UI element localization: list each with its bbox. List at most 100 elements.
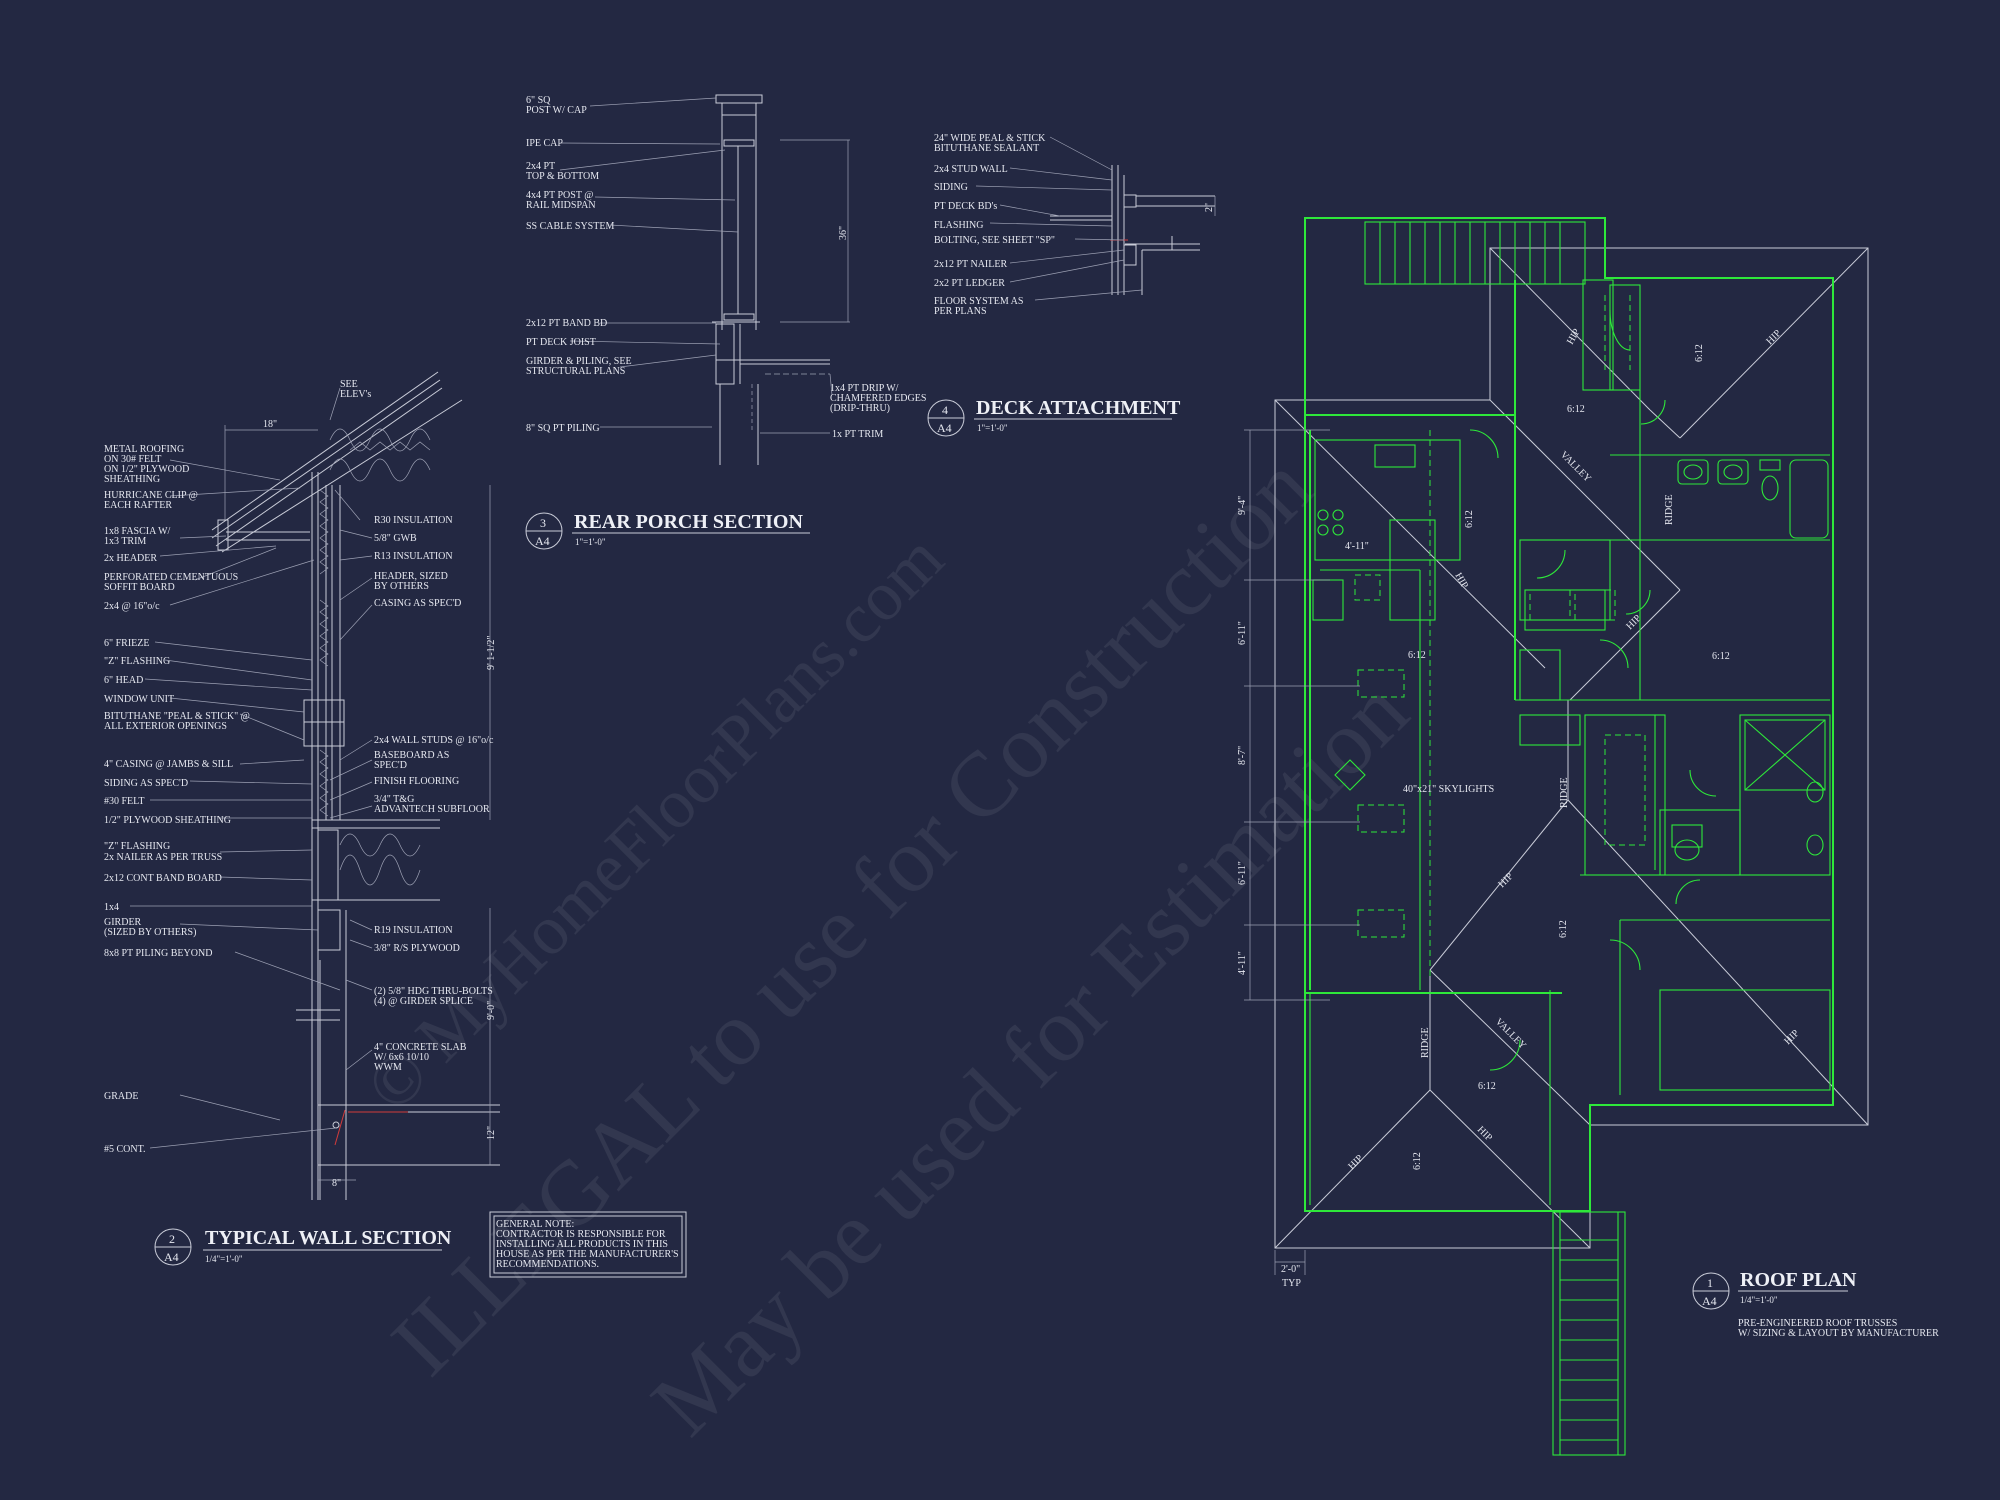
wall-note: CASING AS SPEC'D [374,598,461,609]
deck-note: PER PLANS [934,306,987,317]
wall-note: SEE [340,379,358,390]
porch-note: 4x4 PT POST @ [526,190,593,201]
detail-title: REAR PORCH SECTION [574,511,803,533]
deck-attachment-drawing [975,136,1216,301]
wall-note: ADVANTECH SUBFLOOR [374,804,490,815]
dim-label: 9'-4" [1237,496,1248,515]
porch-note: 1x4 PT DRIP W/ [830,383,899,394]
general-note-line: GENERAL NOTE: [496,1219,574,1230]
typ-label: TYP [1282,1278,1301,1289]
wall-note: #30 FELT [104,796,144,807]
wall-note: (2) 5/8" HDG THRU-BOLTS [374,986,493,997]
deck-note: BOLTING, SEE SHEET "SP" [934,235,1055,246]
wall-note: 2x12 CONT BAND BOARD [104,873,222,884]
porch-note: IPE CAP [526,138,563,149]
wall-note: 1x4 [104,902,119,913]
dim-label: 9'-0" [486,1001,497,1020]
dim-label: 8" [332,1178,341,1189]
wall-note: 1/2" PLYWOOD SHEATHING [104,815,231,826]
wall-note: W/ 6x6 10/10 [374,1052,429,1063]
porch-note: 6" SQ [526,95,551,106]
porch-note: SS CABLE SYSTEM [526,221,614,232]
wall-note: (SIZED BY OTHERS) [104,927,196,938]
wall-note: R30 INSULATION [374,515,453,526]
wall-note: SIDING AS SPEC'D [104,778,188,789]
hip-label: HIP [1782,1028,1801,1047]
deck-attachment-notes: 24" WIDE PEAL & STICK BITUTHANE SEALANT … [934,133,1215,317]
hip-label: HIP [1475,1124,1494,1143]
wall-note: WINDOW UNIT [104,694,174,705]
wall-note: 1x8 FASCIA W/ [104,526,171,537]
wall-note: EACH RAFTER [104,500,172,511]
pitch-label: 6:12 [1694,344,1705,362]
deck-note: SIDING [934,182,968,193]
wall-note: SHEATHING [104,474,160,485]
hip-label: HIP [1764,328,1783,347]
dim-label: 36" [838,226,849,240]
wall-note: ELEV's [340,389,371,400]
wall-note: "Z" FLASHING [104,656,170,667]
dim-label: 12" [486,1126,497,1140]
wall-note: WWM [374,1062,402,1073]
ridge-label: RIDGE [1559,777,1570,808]
watermark: © MyHomeFloorPlans.com ILLEGAL to use fo… [352,436,1427,1455]
dim-label: 4'-11" [1237,951,1248,975]
wall-note: R13 INSULATION [374,551,453,562]
wall-note: R19 INSULATION [374,925,453,936]
wall-note: (4) @ GIRDER SPLICE [374,996,473,1007]
pitch-label: 6:12 [1712,651,1730,662]
porch-section-drawing [559,94,850,465]
porch-section-title-block: 3 A4 REAR PORCH SECTION 1"=1'-0" [525,511,810,550]
wall-note: 1x3 TRIM [104,536,146,547]
watermark-line-1: © MyHomeFloorPlans.com [352,520,958,1126]
porch-note: (DRIP-THRU) [830,403,890,414]
pitch-label: 6:12 [1408,650,1426,661]
deck-note: 2x12 PT NAILER [934,259,1007,270]
wall-note: HURRICANE CLIP @ [104,490,198,501]
detail-scale: 1"=1'-0" [575,537,606,547]
sheet-number: A4 [937,421,952,435]
skylights-label: 40"x21" SKYLIGHTS [1403,784,1494,795]
hip-label: HIP [1565,327,1583,347]
deck-note: 2x4 STUD WALL [934,164,1008,175]
deck-note: FLOOR SYSTEM AS [934,296,1023,307]
deck-note: FLASHING [934,220,983,231]
wall-note: 2x4 @ 16"o/c [104,601,160,612]
wall-note: 4" CASING @ JAMBS & SILL [104,759,233,770]
deck-note: BITUTHANE SEALANT [934,143,1039,154]
porch-note: GIRDER & PILING, SEE [526,356,632,367]
deck-note: 24" WIDE PEAL & STICK [934,133,1046,144]
wall-note: SOFFIT BOARD [104,582,175,593]
wall-section-notes-right: SEE ELEV's R30 INSULATION 5/8" GWB R13 I… [340,379,494,1073]
wall-note: 2x HEADER [104,553,157,564]
porch-section-notes: 6" SQ POST W/ CAP IPE CAP 2x4 PT TOP & B… [526,95,926,440]
wall-note: SPEC'D [374,760,407,771]
porch-note: 2x4 PT [526,161,555,172]
wall-section-drawing [130,371,500,1200]
porch-note: 1x PT TRIM [832,429,883,440]
dim-label: 2" [1204,203,1215,212]
wall-note: 3/4" T&G [374,794,414,805]
roof-note: W/ SIZING & LAYOUT BY MANUFACTURER [1738,1328,1939,1339]
porch-note: 8" SQ PT PILING [526,423,600,434]
porch-note: STRUCTURAL PLANS [526,366,625,377]
wall-note: GIRDER [104,917,142,928]
roof-plan-drawing [1244,217,1869,1456]
pitch-label: 6:12 [1464,510,1475,528]
detail-scale: 1/4"=1'-0" [1740,1295,1778,1305]
dim-label: 9' 1-1/2" [486,636,497,671]
wall-note: BITUTHANE "PEAL & STICK" @ [104,711,250,722]
wall-note: 8x8 PT PILING BEYOND [104,948,212,959]
pitch-label: 6:12 [1567,404,1585,415]
detail-number: 4 [942,403,948,417]
sheet-number: A4 [535,534,550,548]
wall-note: 6" FRIEZE [104,638,149,649]
detail-number: 1 [1707,1276,1713,1290]
ridge-label: RIDGE [1420,1027,1431,1058]
wall-note: 6" HEAD [104,675,143,686]
ridge-label: RIDGE [1664,494,1675,525]
sheet-number: A4 [164,1250,179,1264]
detail-title: ROOF PLAN [1740,1269,1857,1291]
wall-note: 2x NAILER AS PER TRUSS [104,852,222,863]
